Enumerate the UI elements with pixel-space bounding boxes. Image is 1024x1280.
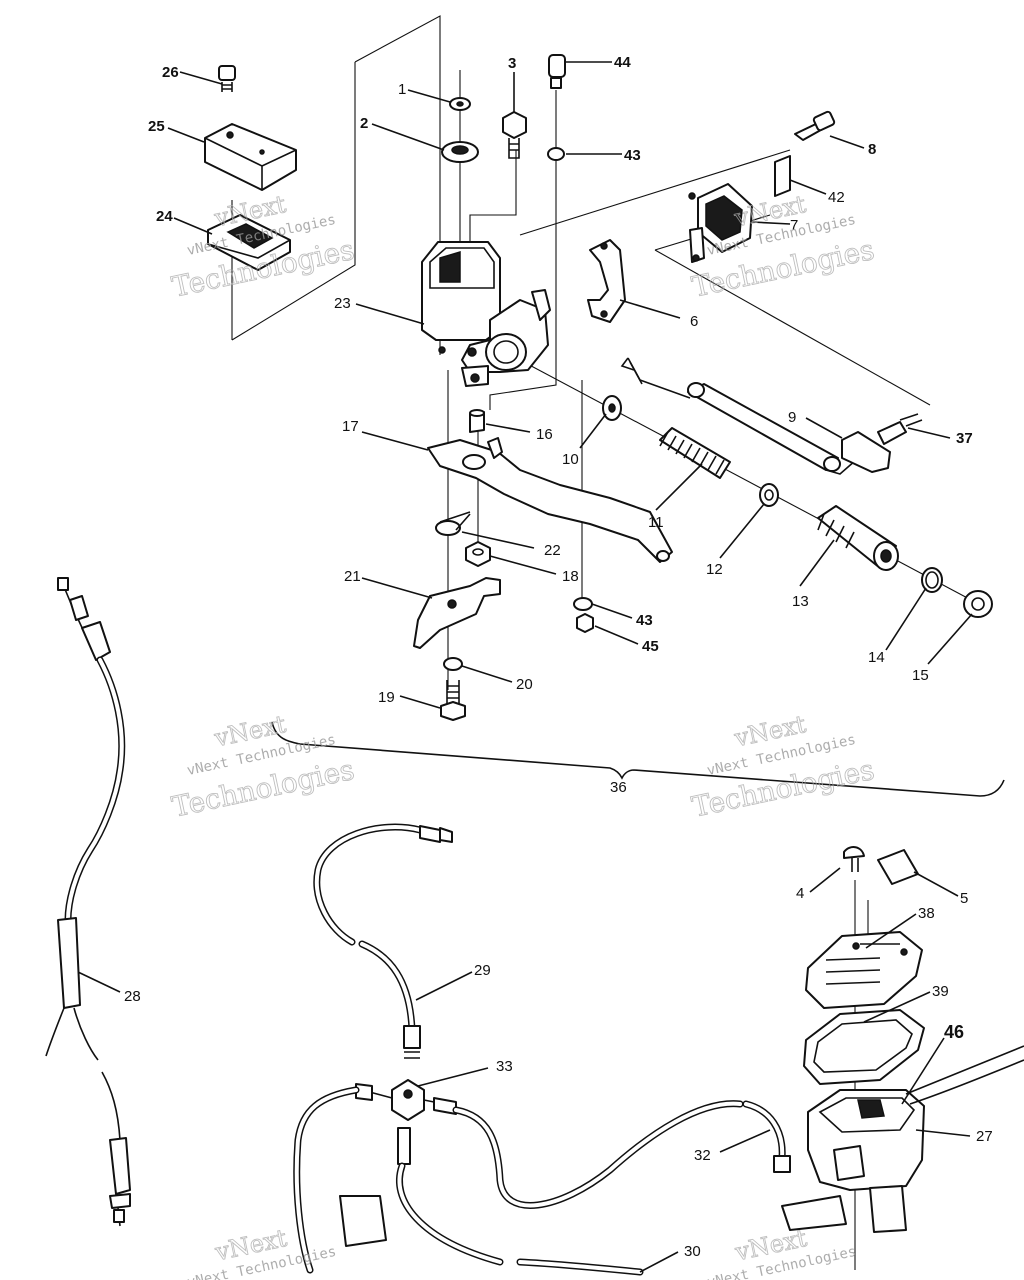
callout-12: 12 xyxy=(706,561,723,578)
callout-5: 5 xyxy=(960,890,968,907)
part-28-cable xyxy=(45,577,131,1227)
callout-15: 15 xyxy=(912,667,929,684)
part-39-gasket xyxy=(803,1009,925,1085)
part-27-master-cylinder xyxy=(781,1045,1024,1233)
callout-46: 46 xyxy=(944,1022,964,1042)
assembly-guide-lines xyxy=(231,15,991,1270)
callout-20: 20 xyxy=(516,676,533,693)
part-15-washer xyxy=(963,590,993,618)
callout-37: 37 xyxy=(956,430,973,447)
part-22-spring xyxy=(435,511,471,536)
part-17-brake-lever xyxy=(427,437,673,563)
callout-24: 24 xyxy=(156,208,173,225)
callout-7: 7 xyxy=(790,217,798,234)
callout-30: 30 xyxy=(684,1243,701,1260)
callout-labels: 26 25 24 1 2 3 44 43 8 42 7 6 23 9 37 10… xyxy=(124,54,993,1260)
part-2-grommet xyxy=(441,141,479,163)
part-7-brake-switch xyxy=(688,183,753,263)
watermark-mid-left: vNext vNext Technologies Technologies xyxy=(169,710,358,825)
part-5-label xyxy=(877,849,919,885)
watermark-bottom-left: vNext vNext Technologies xyxy=(186,1223,338,1280)
callout-28: 28 xyxy=(124,988,141,1005)
callout-23: 23 xyxy=(334,295,351,312)
callout-16: 16 xyxy=(536,426,553,443)
part-38-reservoir-cover xyxy=(805,931,923,1009)
callout-25: 25 xyxy=(148,118,165,135)
callout-10: 10 xyxy=(562,451,579,468)
callout-38: 38 xyxy=(918,905,935,922)
callout-44: 44 xyxy=(614,54,631,71)
callout-26: 26 xyxy=(162,64,179,81)
callout-45: 45 xyxy=(642,638,659,655)
callout-8: 8 xyxy=(868,141,876,158)
part-3-bolt xyxy=(502,111,527,159)
part-32-brake-hose xyxy=(452,1100,791,1209)
part-36-assembly-brace xyxy=(271,721,1005,797)
callout-32: 32 xyxy=(694,1147,711,1164)
part-19-bolt xyxy=(440,680,466,721)
part-13-piston xyxy=(817,505,899,571)
part-25-reservoir-cover xyxy=(204,123,297,191)
part-20-washer xyxy=(443,657,463,671)
watermark-top-left: vNext vNext Technologies Technologies xyxy=(169,190,358,305)
part-10-washer xyxy=(602,395,622,421)
part-21-bracket xyxy=(413,577,501,649)
part-42-label xyxy=(774,155,791,197)
callout-1: 1 xyxy=(398,81,406,98)
callout-11: 11 xyxy=(648,514,664,531)
callout-14: 14 xyxy=(868,649,885,666)
part-24-diaphragm xyxy=(207,214,291,271)
part-43-washer-lower xyxy=(573,597,593,611)
part-8-screw xyxy=(794,110,836,141)
part-43-washer-top xyxy=(547,147,565,161)
part-18-nut xyxy=(465,541,491,567)
leader-lines xyxy=(77,61,973,1273)
callout-9: 9 xyxy=(788,409,796,426)
part-44-pin xyxy=(548,54,566,89)
part-26-screw xyxy=(218,65,236,92)
callout-13: 13 xyxy=(792,593,809,610)
callout-2: 2 xyxy=(360,115,368,132)
watermark-mid-right: vNext vNext Technologies Technologies xyxy=(689,710,878,825)
callout-43-top: 43 xyxy=(624,147,641,164)
callout-42: 42 xyxy=(828,189,845,206)
part-4-screw xyxy=(843,846,865,872)
callout-29: 29 xyxy=(474,962,491,979)
callout-27: 27 xyxy=(976,1128,993,1145)
callout-17: 17 xyxy=(342,418,359,435)
part-30-brake-hose xyxy=(293,1086,644,1276)
callout-18: 18 xyxy=(562,568,579,585)
callout-33: 33 xyxy=(496,1058,513,1075)
part-6-clamp xyxy=(587,239,626,323)
part-23-master-cylinder xyxy=(421,241,551,387)
callout-6: 6 xyxy=(690,313,698,330)
callout-36: 36 xyxy=(610,779,627,796)
part-33-tee-junction xyxy=(355,1079,457,1165)
callout-43-lower: 43 xyxy=(636,612,653,629)
callout-39: 39 xyxy=(932,983,949,1000)
callout-19: 19 xyxy=(378,689,395,706)
callout-21: 21 xyxy=(344,568,361,585)
part-1-washer xyxy=(449,97,471,111)
part-45-nut xyxy=(576,613,594,633)
callout-22: 22 xyxy=(544,542,561,559)
part-14-ring xyxy=(921,567,943,593)
part-29-brake-hose xyxy=(313,823,453,1059)
part-12-washer xyxy=(759,483,779,507)
callout-4: 4 xyxy=(796,885,804,902)
part-16-bushing xyxy=(469,409,485,433)
callout-3: 3 xyxy=(508,55,516,72)
part-9-switch-wire xyxy=(620,357,923,475)
